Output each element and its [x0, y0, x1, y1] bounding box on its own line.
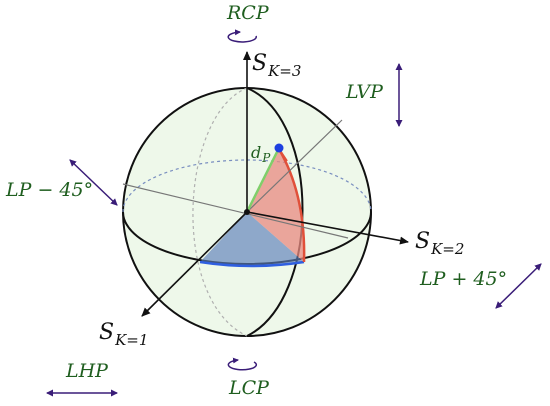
elevation-wedge: [247, 149, 305, 262]
lp45-axis-line: [122, 183, 349, 239]
lp-plus45-arrow: [495, 263, 542, 309]
s1-axis: [141, 211, 248, 317]
rcp-label: RCP: [227, 2, 269, 24]
s3-axis-label: SK=3: [252, 51, 301, 79]
s2-axis-label: SK=2: [415, 229, 464, 257]
lcp-rotation-icon: [227, 357, 258, 371]
s1-axis-label-sub: K=1: [115, 331, 149, 349]
equatorial-wedge: [200, 212, 304, 266]
elevation-arc: [277, 148, 306, 263]
rcp-rotation-icon: [227, 29, 257, 43]
lp-neg45-axis-line: [246, 119, 343, 213]
s1-axis-label: SK=1: [99, 320, 148, 348]
s3-axis-label-main: S: [252, 51, 268, 76]
s2-axis: [246, 211, 409, 245]
s1-axis-label-main: S: [99, 320, 115, 345]
polarization-vector: [245, 149, 280, 213]
s2-axis-label-main: S: [415, 229, 431, 254]
lvp-label: LVP: [346, 81, 383, 103]
s2-axis-label-sub: K=2: [431, 240, 465, 258]
meridian-front: [246, 87, 304, 337]
dp-label-main: d: [251, 143, 262, 162]
lhp-label: LHP: [66, 360, 108, 382]
equator-back: [122, 159, 372, 213]
dp-label-sub: P: [262, 151, 271, 165]
lp-minus-45-label: LP − 45°: [6, 179, 94, 201]
lcp-label: LCP: [229, 377, 269, 399]
lp-plus-45-label: LP + 45°: [420, 268, 508, 290]
polarization-point: [274, 143, 284, 153]
dp-label: dP: [251, 143, 270, 165]
meridian-back: [192, 87, 248, 337]
s3-axis-label-sub: K=3: [268, 62, 302, 80]
lp-neg45-arrow: [69, 159, 118, 206]
equatorial-arc: [199, 260, 305, 268]
